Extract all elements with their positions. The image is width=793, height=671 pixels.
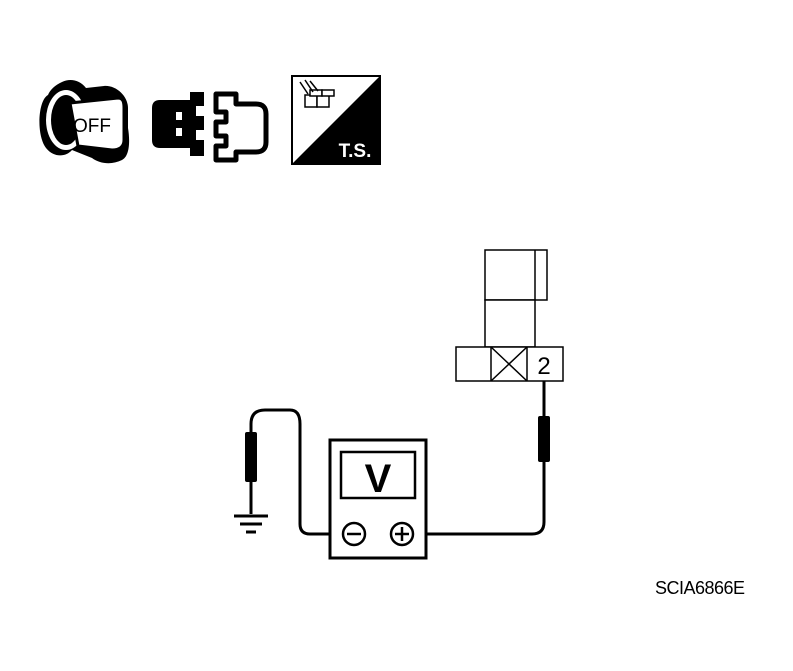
connector-body	[484, 249, 548, 348]
positive-probe	[418, 381, 550, 536]
ignition-key-icon: OFF	[39, 80, 130, 164]
connector-pin-number: 2	[537, 353, 550, 380]
voltmeter-display	[339, 450, 417, 500]
positive-terminal	[389, 521, 415, 547]
voltmeter: V	[328, 438, 428, 560]
harness-connector-icon: T.S.	[291, 75, 381, 165]
ground-lead	[245, 408, 336, 536]
connector-terminal-row	[455, 346, 564, 382]
ground-symbol	[234, 514, 268, 534]
negative-terminal	[341, 521, 367, 547]
disconnected-connector-icon	[152, 91, 269, 163]
harness-ts-label: T.S.	[339, 141, 372, 162]
figure-reference-code: SCIA6866E	[655, 578, 745, 598]
ignition-off-label: OFF	[73, 116, 111, 137]
voltmeter-type-label: V	[365, 457, 392, 501]
